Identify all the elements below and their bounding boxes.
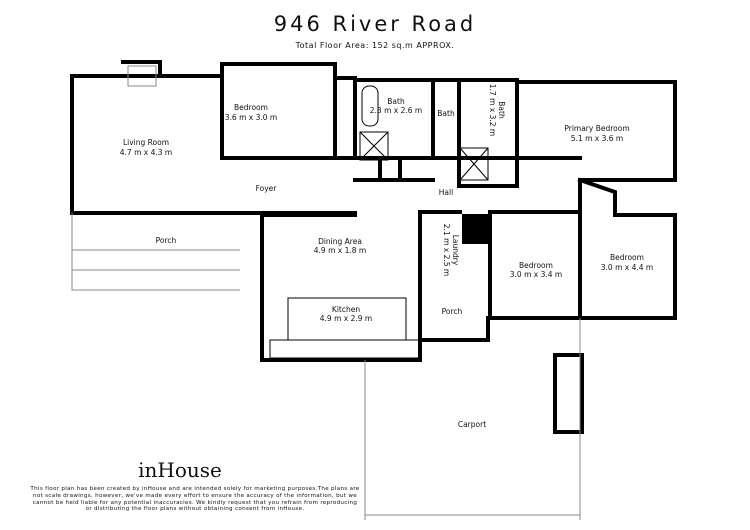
room-name: Foyer: [256, 184, 278, 193]
disclaimer-text: This floor plan has been created by inHo…: [30, 486, 360, 513]
room-size: 4.7 m x 4.3 m: [120, 148, 172, 157]
inhouse-logo: inHouse: [138, 458, 222, 482]
room-name: Laundry: [451, 235, 460, 266]
room-name: Bath: [437, 109, 455, 118]
room-size: 5.1 m x 3.6 m: [571, 134, 623, 143]
room-size: 4.9 m x 1.8 m: [314, 246, 366, 255]
plan-title: 946 River Road: [273, 12, 477, 36]
room-name: Bedroom: [519, 261, 553, 270]
room-labels: Living Room 4.7 m x 4.3 m Bedroom 3.6 m …: [120, 84, 653, 429]
room-size: 3.0 m x 4.4 m: [601, 263, 653, 272]
room-size: 3.0 m x 3.4 m: [510, 270, 562, 279]
room-name: Bedroom: [234, 103, 268, 112]
room-name: Porch: [156, 236, 177, 245]
room-name: Bath: [387, 97, 405, 106]
room-name: Hall: [439, 188, 453, 197]
room-size: 1.7 m x 3.2 m: [488, 84, 497, 136]
room-name: Living Room: [123, 138, 169, 147]
room-name: Bath: [497, 101, 506, 119]
walls: [70, 60, 677, 434]
room-name: Porch: [442, 307, 463, 316]
room-name: Carport: [458, 420, 486, 429]
total-floor-area: Total Floor Area: 152 sq.m APPROX.: [295, 41, 455, 50]
room-size: 4.9 m x 2.9 m: [320, 314, 372, 323]
room-name: Primary Bedroom: [564, 124, 629, 133]
fixtures: [71, 65, 581, 520]
room-size: 2.3 m x 2.6 m: [370, 106, 422, 115]
room-name: Bedroom: [610, 253, 644, 262]
room-name: Kitchen: [332, 305, 360, 314]
room-name: Dining Area: [318, 237, 362, 246]
room-size: 2.1 m x 2.5 m: [442, 224, 451, 276]
chimney-block: [462, 214, 488, 244]
room-size: 3.6 m x 3.0 m: [225, 113, 277, 122]
